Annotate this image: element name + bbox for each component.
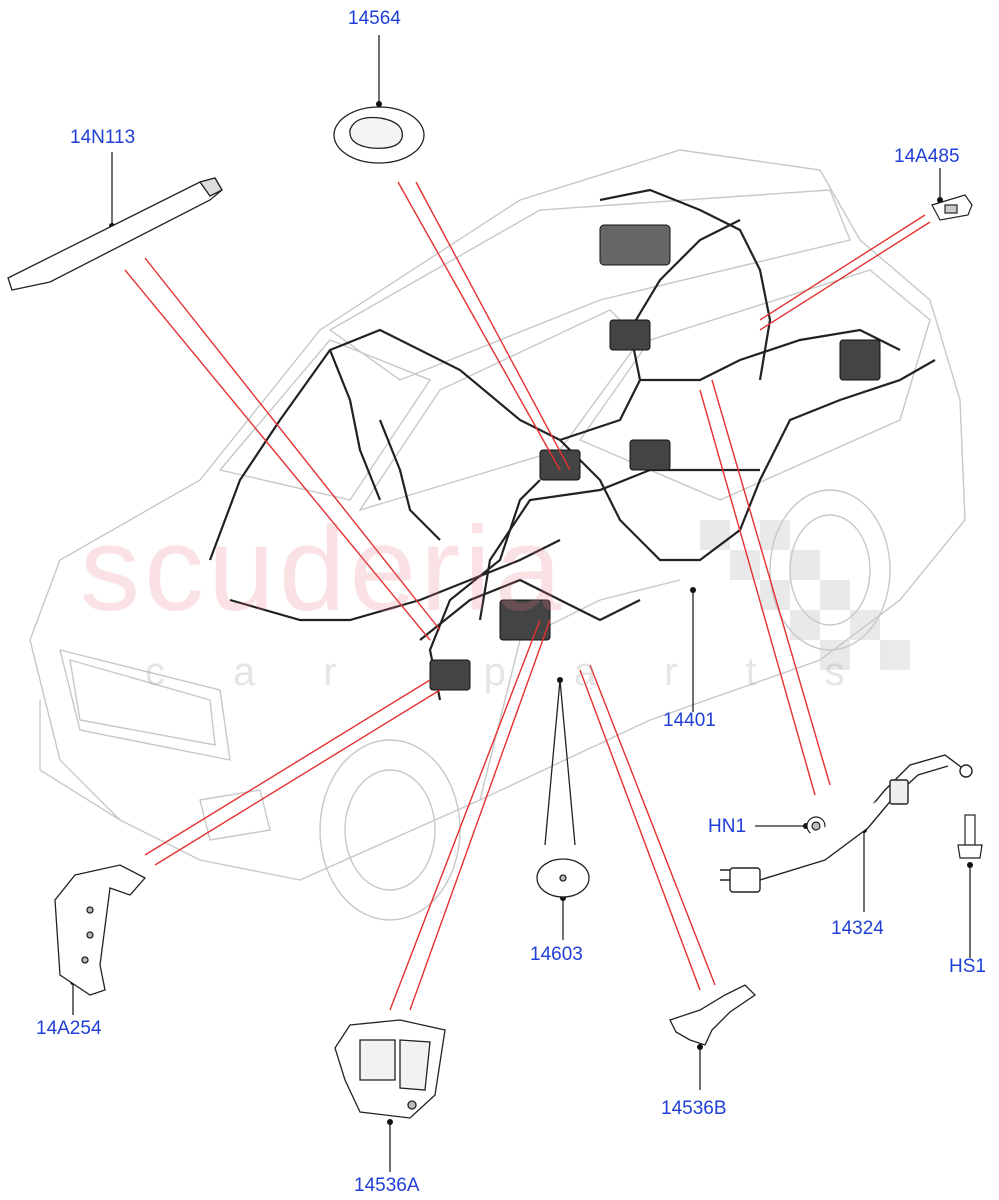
watermark-checker [700, 520, 910, 670]
watermark-title: scuderia [80, 502, 566, 636]
part-label-14564[interactable]: 14564 [348, 8, 401, 29]
nut-HN1 [806, 816, 826, 836]
bracket-14536B [669, 984, 757, 1046]
part-label-14324[interactable]: 14324 [831, 918, 884, 939]
cover-14536A [334, 1019, 446, 1119]
harness-14324 [720, 754, 973, 893]
part-label-14A254[interactable]: 14A254 [36, 1018, 102, 1039]
callout-lines [72, 35, 971, 1172]
cable-tie-14N113 [7, 177, 223, 291]
leader-lines [124, 181, 931, 1011]
part-label-14N113[interactable]: 14N113 [70, 127, 136, 148]
part-label-14401[interactable]: 14401 [663, 710, 716, 731]
part-label-14603[interactable]: 14603 [530, 944, 583, 965]
part-label-HS1[interactable]: HS1 [949, 956, 986, 977]
clip-14A485 [931, 194, 973, 221]
harness-modules [429, 224, 881, 691]
part-label-HN1[interactable]: HN1 [708, 816, 747, 837]
grommet-14564 [333, 106, 425, 164]
part-label-14536A[interactable]: 14536A [354, 1175, 420, 1196]
watermark-subtitle: car parts [145, 650, 913, 694]
part-label-14536B[interactable]: 14536B [661, 1098, 727, 1119]
stud-HS1 [957, 814, 983, 859]
grommet-14603 [536, 858, 590, 898]
part-label-14A485[interactable]: 14A485 [894, 146, 960, 167]
bracket-14A254 [54, 864, 147, 996]
